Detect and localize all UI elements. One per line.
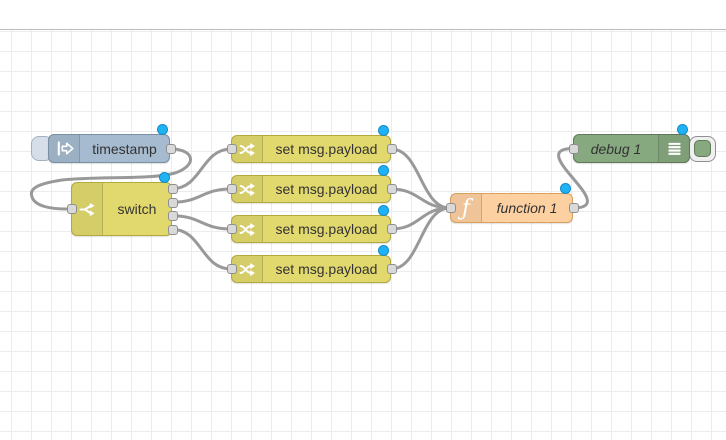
changed-badge bbox=[378, 205, 389, 216]
node-label: switch bbox=[117, 201, 157, 217]
wire[interactable] bbox=[170, 187, 233, 204]
port-output-0[interactable] bbox=[386, 264, 397, 275]
wire[interactable] bbox=[170, 147, 233, 191]
wire[interactable] bbox=[170, 227, 233, 271]
change-icon bbox=[232, 136, 263, 162]
port-output-1[interactable] bbox=[167, 197, 178, 208]
port-output-0[interactable] bbox=[386, 224, 397, 235]
wire[interactable] bbox=[29, 147, 192, 211]
debug-icon bbox=[658, 135, 689, 162]
changed-badge bbox=[159, 172, 170, 183]
port-input[interactable] bbox=[568, 143, 579, 154]
changed-badge bbox=[677, 124, 688, 135]
port-input[interactable] bbox=[226, 264, 237, 275]
change-icon bbox=[232, 176, 263, 202]
port-output-0[interactable] bbox=[386, 144, 397, 155]
node-label: set msg.payload bbox=[275, 221, 378, 237]
debug-toggle-state bbox=[693, 140, 711, 157]
wire[interactable] bbox=[389, 206, 452, 271]
node-function-function1[interactable]: ƒ function 1 bbox=[445, 183, 579, 223]
port-input[interactable] bbox=[66, 204, 77, 215]
port-input[interactable] bbox=[226, 184, 237, 195]
changed-badge bbox=[378, 165, 389, 176]
port-output-3[interactable] bbox=[167, 224, 178, 235]
port-input[interactable] bbox=[226, 224, 237, 235]
wire[interactable] bbox=[557, 147, 589, 210]
port-output-0[interactable] bbox=[165, 143, 176, 154]
port-output-2[interactable] bbox=[167, 211, 178, 221]
function-icon: ƒ bbox=[451, 194, 482, 222]
workspace-header-strip bbox=[0, 0, 726, 30]
node-change-change2[interactable]: set msg.payload bbox=[226, 165, 397, 203]
node-inject-inject1[interactable]: timestamp bbox=[48, 124, 176, 163]
node-debug-debug1[interactable]: debug 1 bbox=[568, 124, 690, 163]
node-change-change4[interactable]: set msg.payload bbox=[226, 245, 397, 283]
node-label: set msg.payload bbox=[275, 141, 378, 157]
port-output-0[interactable] bbox=[568, 203, 579, 214]
node-label: timestamp bbox=[92, 140, 157, 157]
change-icon bbox=[232, 216, 263, 242]
node-change-change3[interactable]: set msg.payload bbox=[226, 205, 397, 243]
wire[interactable] bbox=[170, 214, 233, 231]
port-output-0[interactable] bbox=[386, 184, 397, 195]
node-label: set msg.payload bbox=[275, 261, 378, 277]
node-label: set msg.payload bbox=[275, 181, 378, 197]
node-label: debug 1 bbox=[590, 140, 642, 157]
port-output-0[interactable] bbox=[167, 184, 178, 194]
change-icon bbox=[232, 256, 263, 282]
node-label: function 1 bbox=[496, 200, 558, 216]
changed-badge bbox=[378, 125, 389, 136]
svg-text:ƒ: ƒ bbox=[457, 196, 474, 220]
port-input[interactable] bbox=[445, 203, 456, 214]
port-input[interactable] bbox=[226, 144, 237, 155]
changed-badge bbox=[157, 124, 168, 135]
changed-badge bbox=[378, 245, 389, 256]
inject-icon bbox=[49, 135, 80, 162]
node-switch-switch1[interactable]: switch bbox=[66, 172, 178, 236]
switch-icon bbox=[72, 183, 103, 235]
changed-badge bbox=[560, 183, 571, 194]
node-change-change1[interactable]: set msg.payload bbox=[226, 125, 397, 163]
debug-toggle-button[interactable] bbox=[688, 135, 716, 162]
